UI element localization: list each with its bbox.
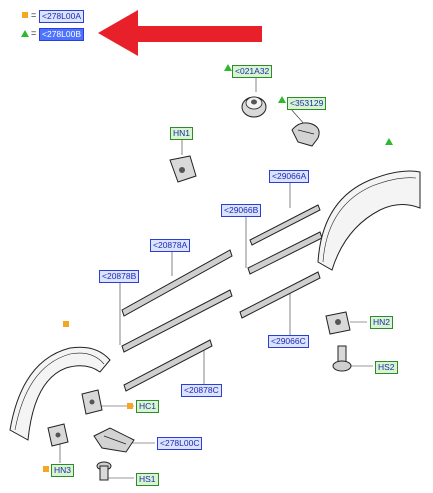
- screw-hs1-part: [96, 461, 112, 481]
- callout-hc1[interactable]: HC1: [136, 400, 160, 413]
- triangle-marker-icon: [385, 138, 393, 145]
- callout-278L00C[interactable]: <278L00C: [157, 437, 203, 450]
- grommet-part: [241, 96, 267, 118]
- callout-021A32[interactable]: <021A32: [232, 65, 273, 78]
- callout-hs1[interactable]: HS1: [136, 473, 159, 486]
- callout-29066B[interactable]: <29066B: [221, 204, 262, 217]
- callout-hs2[interactable]: HS2: [375, 361, 398, 374]
- callout-20878B[interactable]: <20878B: [99, 270, 140, 283]
- triangle-marker-icon: [224, 64, 232, 71]
- leader-lines: [59, 76, 373, 479]
- callout-20878C[interactable]: <20878C: [181, 384, 222, 397]
- clip-hc1-part: [81, 389, 103, 415]
- callout-hn1[interactable]: HN1: [170, 127, 194, 140]
- triangle-marker-icon: [278, 96, 286, 103]
- callout-29066A[interactable]: <29066A: [269, 170, 310, 183]
- nut-hn1-part: [169, 155, 197, 183]
- legend-equals-2: =: [31, 28, 37, 38]
- legend-triangle-ref[interactable]: <278L00B: [39, 28, 84, 41]
- square-marker-icon: [63, 321, 69, 327]
- legend-square-ref[interactable]: <278L00A: [39, 10, 84, 23]
- front-wheel-arch-part: [9, 346, 111, 441]
- nut-hn3-part: [47, 423, 69, 447]
- callout-29066C[interactable]: <29066C: [268, 335, 309, 348]
- callout-20878A[interactable]: <20878A: [150, 239, 191, 252]
- screw-hs2-part: [332, 345, 352, 372]
- callout-hn2[interactable]: HN2: [370, 316, 394, 329]
- moulding-strips: [121, 204, 323, 392]
- square-marker-icon: [22, 12, 28, 18]
- push-clip-part: [291, 122, 320, 147]
- red-arrow-icon: [98, 10, 262, 56]
- callout-353129[interactable]: <353129: [287, 97, 327, 110]
- bracket-part: [93, 427, 135, 453]
- legend-equals-1: =: [31, 10, 37, 20]
- square-marker-icon: [127, 403, 133, 409]
- triangle-marker-icon: [21, 30, 29, 37]
- nut-hn2-part: [325, 311, 351, 335]
- callout-hn3[interactable]: HN3: [51, 464, 75, 477]
- square-marker-icon: [43, 466, 49, 472]
- rear-wheel-arch-part: [317, 170, 421, 271]
